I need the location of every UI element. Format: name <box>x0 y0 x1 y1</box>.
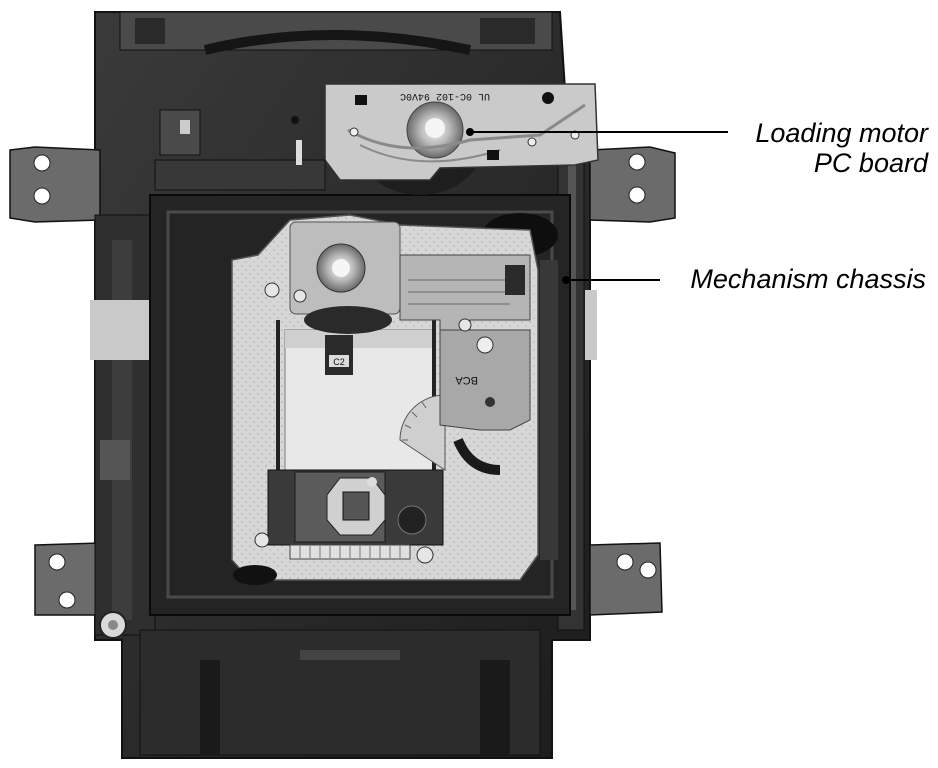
spindle-motor <box>289 221 401 334</box>
right-bottom-mounting-tab <box>589 542 663 616</box>
mechanism-chassis-leader-dot <box>562 276 570 284</box>
svg-text:BCA: BCA <box>455 374 478 386</box>
lower-section <box>139 629 541 756</box>
bottom-left-screw-inner <box>108 620 118 630</box>
left-top-mounting-tab <box>9 146 101 223</box>
flex-connector <box>289 544 411 560</box>
right-top-mounting-tab <box>589 146 676 223</box>
svg-text:UL 0C-102 94V0C: UL 0C-102 94V0C <box>400 90 490 101</box>
flex-cable-board <box>399 254 531 336</box>
loading-motor-pc-board-label: Loading motor PC board <box>755 118 928 178</box>
loading-motor-leader-dot <box>466 128 474 136</box>
drive-roller <box>233 565 277 585</box>
loading-motor-pc-board: UL 0C-102 94V0C <box>324 83 599 195</box>
mechanism-chassis-label: Mechanism chassis <box>690 264 926 294</box>
traverse-screws <box>254 282 472 564</box>
bca-bracket: BCA <box>439 329 531 475</box>
left-bottom-mounting-tab <box>34 542 101 616</box>
loading-motor-label-line2: PC board <box>813 148 928 178</box>
left-light-plate <box>90 300 150 360</box>
svg-text:C2: C2 <box>333 357 345 367</box>
upper-left-lever <box>154 109 326 191</box>
component-c2: C2 <box>325 335 353 375</box>
loading-motor-label-line1: Loading motor <box>755 118 928 148</box>
optical-pickup <box>267 469 444 546</box>
right-light-plate <box>585 290 597 360</box>
